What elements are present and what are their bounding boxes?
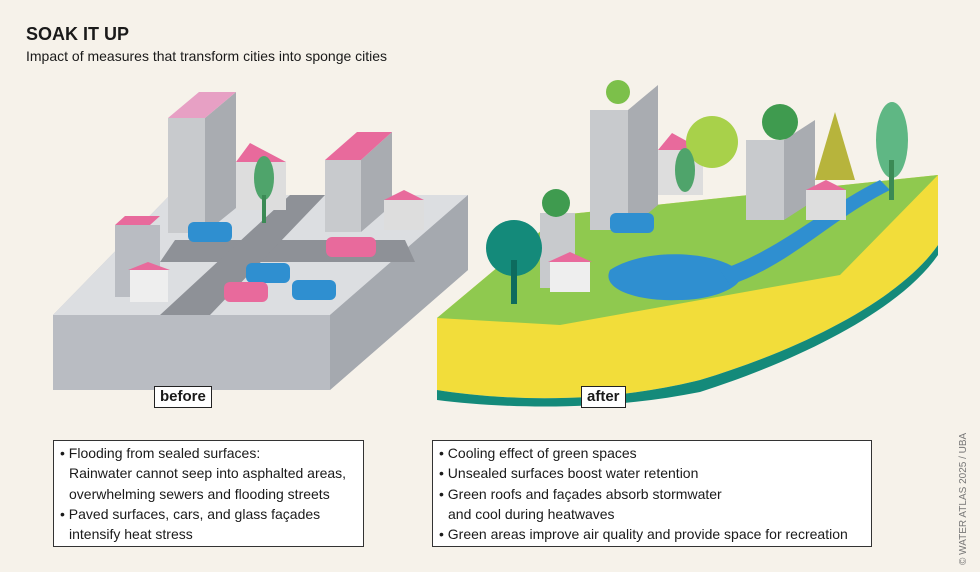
after-city <box>437 80 938 407</box>
page-title: SOAK IT UP <box>26 24 130 44</box>
before-point: • Flooding from sealed surfaces: <box>60 445 261 461</box>
before-point: intensify heat stress <box>69 526 193 543</box>
after-point: • Cooling effect of green spaces <box>439 445 637 461</box>
before-point: Rainwater cannot seep into asphalted are… <box>69 465 347 482</box>
after-point: • Green roofs and façades absorb stormwa… <box>439 485 722 502</box>
after-point: • Green areas improve air quality and pr… <box>439 526 848 543</box>
page-subtitle: Impact of measures that transform cities… <box>26 48 388 64</box>
before-point: overwhelming sewers and flooding streets <box>69 485 330 502</box>
before-point: • Paved surfaces, cars, and glass façade… <box>60 505 321 522</box>
after-description-box: • Cooling effect of green spaces • Unsea… <box>432 440 872 547</box>
before-description-box: • Flooding from sealed surfaces: Rainwat… <box>53 440 364 547</box>
before-city-illustration <box>53 80 938 407</box>
after-point: and cool during heatwaves <box>448 505 615 522</box>
after-label: after <box>581 386 626 408</box>
before-city <box>53 92 468 390</box>
credit: © WATER ATLAS 2025 / UBA <box>958 432 969 565</box>
before-label: before <box>154 386 212 408</box>
after-point: • Unsealed surfaces boost water retentio… <box>439 465 699 482</box>
